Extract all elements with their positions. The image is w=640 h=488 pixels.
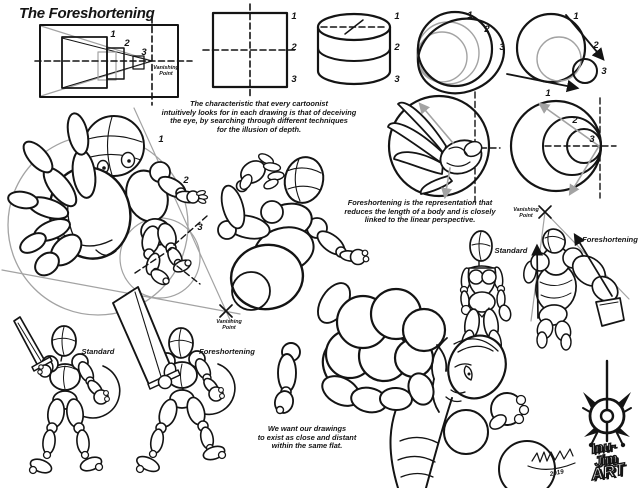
punching-figure [321,287,556,488]
artist-signature [527,448,576,470]
foreshortened-figure-right [523,205,630,351]
nested-step-3-label: 3 [589,134,595,146]
goal-line-2: to exist as close and distant [257,432,357,442]
intro-line-2: intuitively looks for in each drawing is… [161,107,357,117]
perspective-box-diagram [34,16,193,106]
intro-line-1: The characteristic that every cartoonist [189,99,328,108]
page-title: The Foreshortening [19,5,155,22]
nested-circles-diagram [509,97,617,199]
hand-step-1-label: 1 [158,134,164,146]
nested-step-1-label: 1 [545,88,551,100]
cylinder-diagram [316,12,392,86]
square-step-2-label: 2 [291,42,297,54]
square-diagram [202,3,299,98]
cylinder-step-3-label: 3 [394,74,400,86]
reaching-hand-figure [1,107,241,323]
arrows-step-1-label: 1 [573,11,579,23]
tilted-circles-diagram [416,10,506,95]
box-step-1-label: 1 [110,29,116,41]
box-vanishing-point-label: Vanishing Point [153,65,179,77]
circles-step-1-label: 1 [467,10,473,22]
box-step-3-label: 3 [141,47,147,59]
right-vanishing-point-label: Vanishing Point [513,207,539,219]
cylinder-step-2-label: 2 [394,42,400,54]
circles-step-3-label: 3 [499,42,505,54]
circle-arrows-diagram [506,12,605,93]
cylinder-step-1-label: 1 [394,11,400,23]
arrows-step-3-label: 3 [601,66,607,78]
intro-line-4: for the illusion of depth. [216,125,302,135]
intro-paragraph: The characteristic that every cartoonist… [161,99,357,135]
logo-emblem [582,359,632,448]
standard-knight-figure [13,316,121,475]
foreshortened-knight-figure [112,286,236,474]
hand-step-2-label: 2 [183,175,189,187]
hand-in-circle-diagram [387,91,501,203]
definition-line-3: linked to the linear perspective. [364,215,476,225]
knight-foreshortening-label: Foreshortening [199,347,255,357]
nested-step-2-label: 2 [572,115,578,127]
goal-paragraph: We want our drawings to exist as close a… [257,424,357,451]
right-standard-label: Standard [494,246,528,256]
right-foreshortening-label: Foreshortening [582,235,638,245]
square-step-1-label: 1 [291,11,297,23]
hand-vanishing-point-label: Vanishing Point [216,319,242,331]
square-step-3-label: 3 [291,74,297,86]
knight-standard-label: Standard [81,347,115,357]
hand-step-3-label: 3 [197,222,203,234]
logo-wordmark: Inu-Jim ART [586,437,627,484]
definition-paragraph: Foreshortening is the representation tha… [344,198,496,225]
goal-line-3: within the same flat. [271,441,343,451]
definition-line-1: Foreshortening is the representation tha… [347,198,493,207]
arrows-step-2-label: 2 [593,40,599,52]
circles-step-2-label: 2 [484,24,490,36]
definition-line-2: reduces the length of a body and is clos… [344,206,496,216]
box-step-2-label: 2 [124,38,130,50]
intro-line-3: the eye, by searching through different … [170,116,348,126]
goal-line-1: We want our drawings [267,424,347,433]
